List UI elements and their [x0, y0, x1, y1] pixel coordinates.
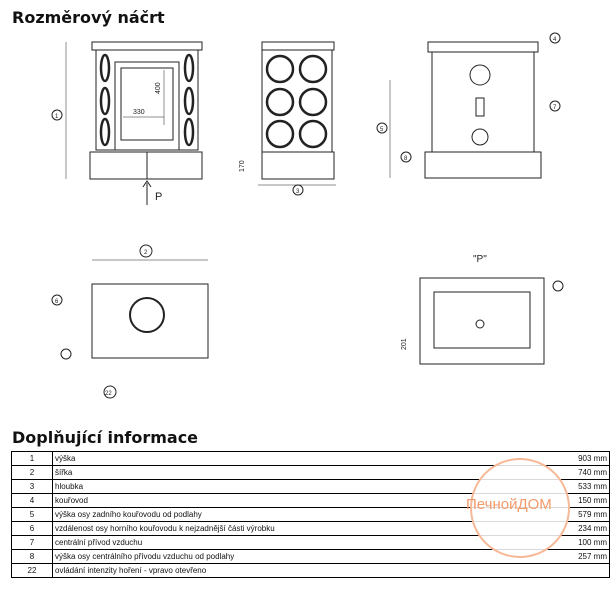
row-label: hloubka: [52, 479, 545, 494]
back-view: [376, 32, 561, 179]
svg-text:3: 3: [296, 189, 300, 195]
svg-text:7: 7: [553, 105, 557, 111]
dimension-drawings: 400 330 170 201 P "P" 1 2 3 4 5 6 7 8 22: [51, 32, 564, 399]
svg-text:170: 170: [239, 160, 246, 172]
svg-text:5: 5: [380, 127, 384, 133]
svg-text:400: 400: [155, 82, 162, 94]
drawing-labels: 400 330 170 201 P "P" 1 2 3 4 5 6 7 8 22: [55, 37, 557, 397]
svg-text:201: 201: [401, 338, 408, 350]
row-value: [545, 563, 610, 578]
section-title-additional-info: Doplňující informace: [12, 428, 199, 447]
row-label: výška: [52, 451, 545, 466]
row-number: 2: [11, 465, 53, 480]
row-label: výška osy centrálního přívodu vzduchu od…: [52, 549, 545, 564]
row-number: 5: [11, 507, 53, 522]
svg-text:4: 4: [553, 37, 557, 43]
svg-text:22: 22: [105, 391, 112, 397]
p-view: [419, 277, 564, 365]
row-label: centrální přívod vzduchu: [52, 535, 545, 550]
svg-text:1: 1: [55, 114, 59, 120]
row-label: šířka: [52, 465, 545, 480]
svg-text:6: 6: [55, 299, 59, 305]
svg-text:330: 330: [133, 109, 145, 116]
row-label: ovládání intenzity hoření - vpravo otevř…: [52, 563, 545, 578]
watermark-text: ПечнойДОМ: [466, 496, 552, 513]
side-view: [258, 41, 336, 196]
row-label: vzdálenost osy horního kouřovodu k nejza…: [52, 521, 545, 536]
watermark-logo: ПечнойДОМ: [466, 458, 570, 558]
row-number: 22: [11, 563, 53, 578]
row-number: 8: [11, 549, 53, 564]
row-number: 4: [11, 493, 53, 508]
svg-text:8: 8: [404, 156, 408, 162]
row-value: 903 mm: [545, 451, 610, 466]
front-view: [51, 41, 203, 205]
row-number: 7: [11, 535, 53, 550]
svg-text:2: 2: [144, 250, 148, 256]
svg-text:"P": "P": [473, 254, 487, 265]
row-number: 1: [11, 451, 53, 466]
top-view: [51, 244, 209, 399]
section-title-dimension-sketch: Rozměrový náčrt: [12, 8, 165, 27]
row-value: 257 mm: [545, 549, 610, 564]
row-number: 6: [11, 521, 53, 536]
svg-text:P: P: [155, 191, 162, 203]
row-number: 3: [11, 479, 53, 494]
